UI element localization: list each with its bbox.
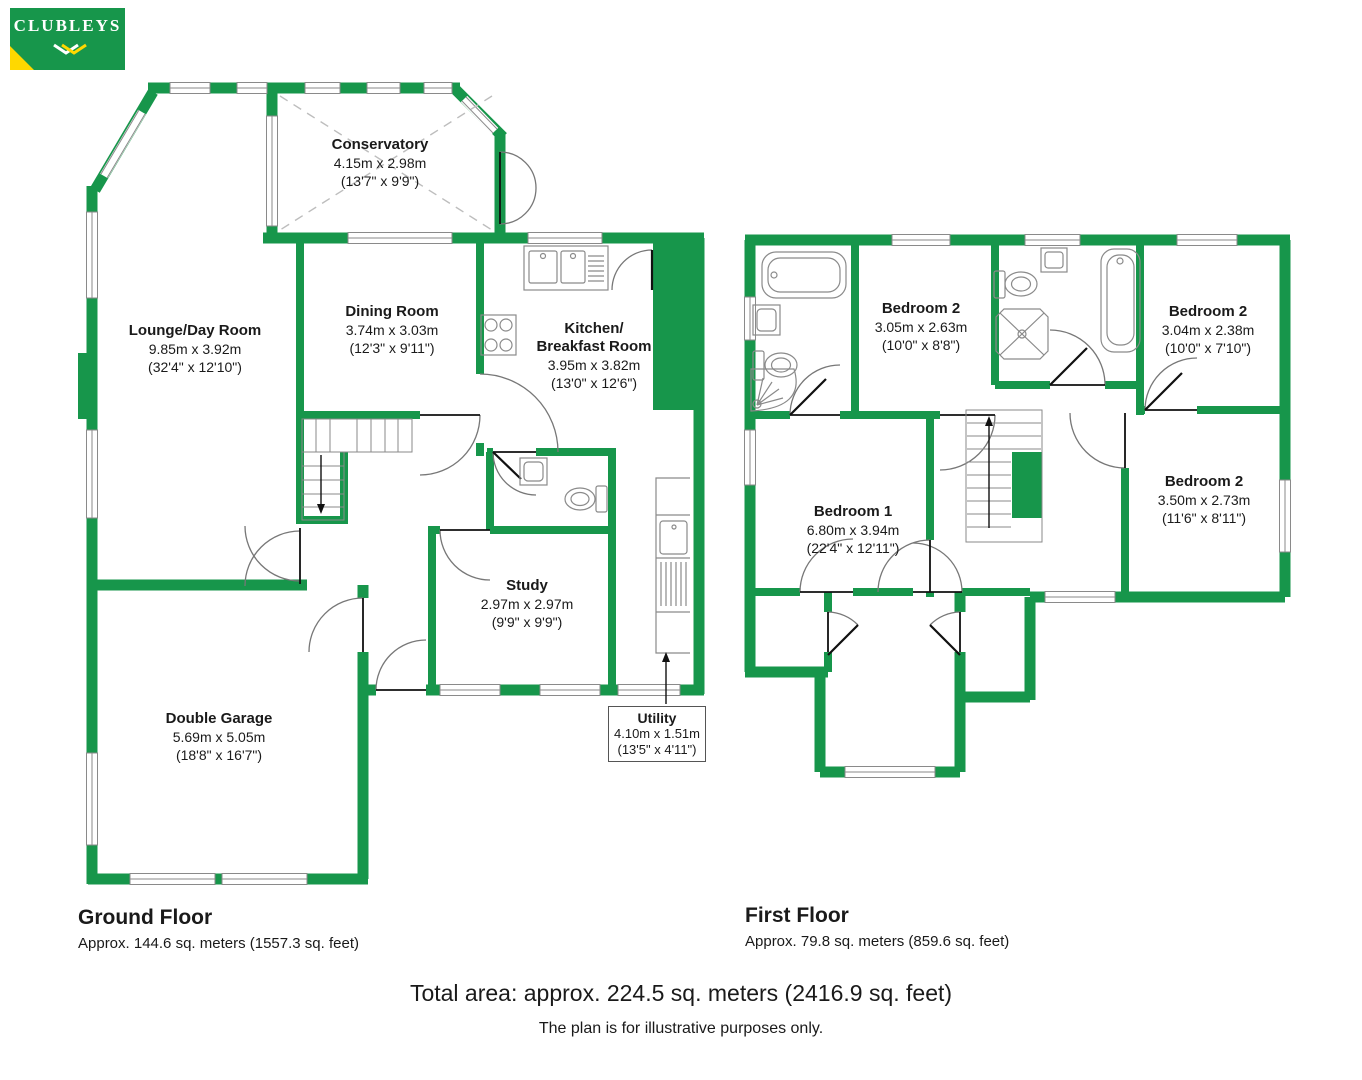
utility-sink-icon — [659, 520, 688, 555]
stairs-up-arrow — [985, 416, 993, 426]
room-dims-imperial: (13'7" x 9'9") — [340, 173, 420, 189]
room-name: Study — [506, 577, 548, 594]
logo-decor — [10, 43, 87, 70]
room-label-conservatory: Conservatory 4.15m x 2.98m (13'7" x 9'9"… — [332, 136, 429, 190]
room-label-lounge: Lounge/Day Room 9.85m x 3.92m (32'4" x 1… — [129, 322, 262, 376]
utility-counter — [655, 477, 690, 654]
room-name: Lounge/Day Room — [128, 322, 262, 339]
wc-toilet-icon — [564, 485, 608, 513]
bath-icon — [761, 251, 847, 299]
door-arcs — [789, 329, 1198, 626]
interior-walls — [745, 240, 1290, 672]
room-dims-imperial: (10'0" x 7'10") — [1164, 340, 1252, 356]
room-dims-metric: 3.50m x 2.73m — [1157, 492, 1251, 508]
windows — [86, 82, 681, 885]
room-dims-metric: 4.10m x 1.51m — [614, 726, 700, 741]
room-name: Bedroom 1 — [813, 503, 893, 520]
room-label-bedroom1: Bedroom 1 6.80m x 3.94m (22'4" x 12'11") — [807, 503, 900, 557]
door-leaves — [789, 347, 1197, 656]
room-dims-imperial: (32'4" x 12'10") — [148, 359, 242, 375]
door-arcs — [244, 151, 653, 691]
room-name: Conservatory — [331, 136, 429, 153]
sink-icon — [752, 304, 781, 336]
ground-floor-title-block: Ground Floor Approx. 144.6 sq. meters (1… — [78, 906, 359, 952]
room-name: Dining Room — [345, 303, 439, 320]
windows — [744, 234, 1291, 778]
room-dims-imperial: (9'9" x 9'9") — [491, 614, 563, 630]
room-label-bedroom2-right: Bedroom 2 3.50m x 2.73m (11'6" x 8'11") — [1158, 473, 1251, 527]
room-dims-imperial: (11'6" x 8'11") — [1161, 510, 1247, 526]
door-leaves — [299, 152, 654, 691]
logo-yellow-triangle — [10, 46, 34, 70]
room-label-bedroom2-top-right: Bedroom 2 3.04m x 2.38m (10'0" x 7'10") — [1162, 303, 1255, 357]
room-name: Bedroom 2 — [1164, 473, 1244, 490]
room-dims-imperial: (12'3" x 9'11") — [349, 340, 435, 356]
clubleys-logo: CLUBLEYS — [10, 8, 125, 70]
room-label-garage: Double Garage 5.69m x 5.05m (18'8" x 16'… — [166, 710, 273, 764]
room-dims-metric: 3.74m x 3.03m — [345, 322, 439, 338]
room-name: Bedroom 2 — [1168, 303, 1248, 320]
room-dims-imperial: (13'0" x 12'6") — [550, 375, 638, 391]
logo-chevron-icon — [61, 43, 87, 55]
room-dims-metric: 5.69m x 5.05m — [172, 729, 266, 745]
toilet-icon — [993, 270, 1038, 299]
room-dims-metric: 4.15m x 2.98m — [333, 155, 427, 171]
room-name: Utility — [637, 710, 677, 726]
disclaimer-text: The plan is for illustrative purposes on… — [538, 1020, 824, 1037]
stairs-down-arrow — [317, 504, 325, 514]
first-floor-title-block: First Floor Approx. 79.8 sq. meters (859… — [745, 904, 1009, 950]
toilet-icon — [752, 350, 798, 381]
room-dims-imperial: (18'8" x 16'7") — [175, 747, 263, 763]
room-dims-imperial: (13'5" x 4'11") — [617, 742, 697, 757]
wc-sink-icon — [519, 457, 548, 486]
hob-icon — [480, 314, 517, 356]
stair-wall-block — [1012, 452, 1042, 518]
room-name: Kitchen/ — [564, 320, 624, 337]
logo-wordmark: CLUBLEYS — [13, 16, 122, 35]
total-area-text: Total area: approx. 224.5 sq. meters (24… — [409, 980, 953, 1006]
ground-floor-title: Ground Floor — [78, 906, 213, 929]
ground-floor-area: Approx. 144.6 sq. meters (1557.3 sq. fee… — [78, 935, 359, 952]
room-name: Bedroom 2 — [881, 300, 961, 317]
room-label-bedroom2-top-left: Bedroom 2 3.05m x 2.63m (10'0" x 8'8") — [875, 300, 968, 354]
logo-chevron-icon — [53, 43, 79, 55]
room-dims-metric: 3.04m x 2.38m — [1161, 322, 1255, 338]
utility-pointer-arrow — [662, 652, 670, 704]
room-dims-metric: 2.97m x 2.97m — [480, 596, 574, 612]
conservatory-roof-lines — [279, 95, 493, 231]
staircase — [965, 409, 1043, 543]
room-name: Double Garage — [165, 710, 273, 727]
ground-floor-plan — [78, 82, 705, 885]
bay-window — [100, 109, 146, 179]
kitchen-sink-icon — [523, 245, 609, 291]
first-floor-plan — [744, 234, 1291, 778]
room-label-study: Study 2.97m x 2.97m (9'9" x 9'9") — [481, 577, 574, 631]
washer-icon — [660, 562, 687, 606]
first-floor-area: Approx. 79.8 sq. meters (859.6 sq. feet) — [745, 933, 1010, 950]
sink-icon — [1040, 247, 1068, 273]
staircase — [301, 418, 413, 521]
room-dims-metric: 3.95m x 3.82m — [547, 357, 641, 373]
room-dims-metric: 6.80m x 3.94m — [806, 522, 900, 538]
room-label-kitchen: Kitchen/ Breakfast Room 3.95m x 3.82m (1… — [536, 320, 651, 392]
room-dims-metric: 9.85m x 3.92m — [148, 341, 242, 357]
corner-shower-icon — [750, 368, 797, 412]
room-label-dining: Dining Room 3.74m x 3.03m (12'3" x 9'11"… — [345, 303, 438, 357]
room-dims-imperial: (22'4" x 12'11") — [806, 540, 900, 556]
bath-icon — [1100, 248, 1141, 353]
first-floor-title: First Floor — [745, 904, 849, 927]
room-label-utility: Utility 4.10m x 1.51m (13'5" x 4'11") — [608, 706, 706, 762]
room-dims-metric: 3.05m x 2.63m — [874, 319, 968, 335]
bay-window — [460, 95, 499, 135]
room-name: Breakfast Room — [536, 338, 652, 355]
shower-cubicle-icon — [995, 308, 1049, 360]
room-dims-imperial: (10'0" x 8'8") — [881, 337, 961, 353]
